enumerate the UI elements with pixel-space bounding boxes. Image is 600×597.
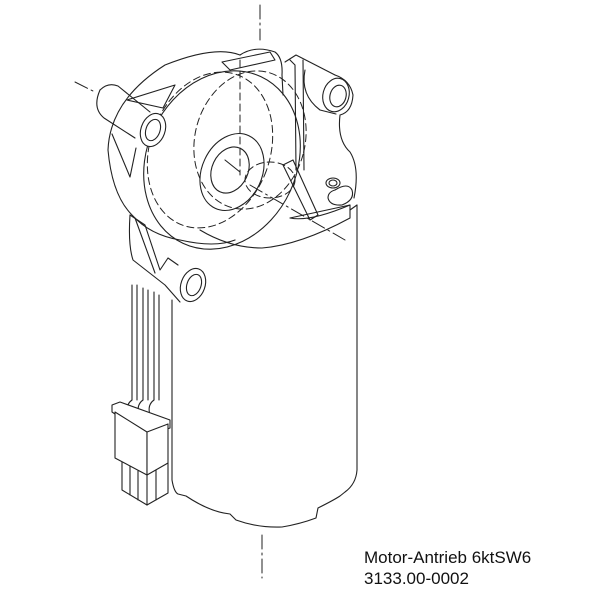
mounting-ear-right <box>284 54 357 199</box>
mounting-ear-top <box>221 48 283 76</box>
wire-harness <box>126 284 160 416</box>
mounting-ear-left <box>96 84 176 178</box>
motor-cylinder <box>171 204 358 528</box>
part-caption: Motor-Antrieb 6ktSW6 3133.00-0002 <box>364 547 531 589</box>
part-number: 3133.00-0002 <box>364 569 469 588</box>
gear-housing-flange <box>107 51 307 250</box>
gearbox-base-plate <box>199 177 354 249</box>
part-title: Motor-Antrieb 6ktSW6 <box>364 548 532 567</box>
gusset-rib <box>282 159 319 221</box>
mounting-ear-bottom <box>128 214 207 303</box>
center-axis-lines <box>74 4 346 579</box>
connector-plug <box>111 401 171 506</box>
gear-column <box>281 59 305 171</box>
